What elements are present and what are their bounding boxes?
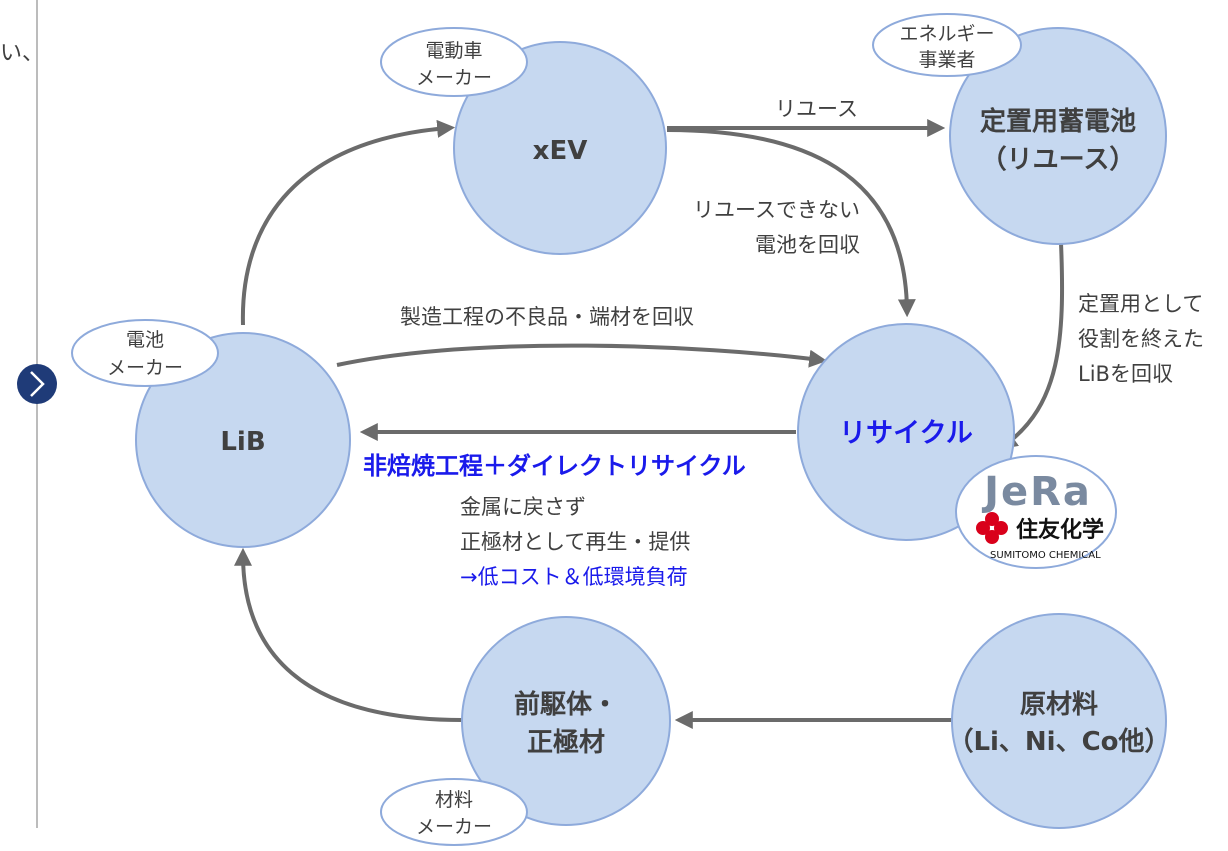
label-reuse: リユース xyxy=(775,97,858,121)
svg-text:事業者: 事業者 xyxy=(918,49,975,71)
label-uncollectible-2: 電池を回収 xyxy=(755,233,860,257)
maker-material: 材料 メーカー xyxy=(380,778,528,846)
svg-text:メーカー: メーカー xyxy=(107,357,183,379)
node-lib: LiB xyxy=(135,332,351,548)
svg-text:原材料: 原材料 xyxy=(1020,690,1098,720)
svg-text:（Li、Ni、Co他）: （Li、Ni、Co他） xyxy=(947,727,1170,757)
maker-energy: エネルギー 事業者 xyxy=(872,13,1022,77)
node-xev: xEV xyxy=(453,41,667,255)
label-uncollectible-1: リユースできない xyxy=(693,198,860,222)
svg-text:定置用蓄電池: 定置用蓄電池 xyxy=(980,106,1136,137)
svg-text:（リユース）: （リユース） xyxy=(981,145,1136,175)
svg-text:LiB: LiB xyxy=(220,427,265,457)
svg-text:エネルギー: エネルギー xyxy=(899,23,994,45)
svg-text:前駆体・: 前駆体・ xyxy=(514,689,618,720)
arrow-lib-to-xev xyxy=(240,119,456,326)
svg-text:電池: 電池 xyxy=(126,329,164,351)
process-note-1: 金属に戻さず xyxy=(460,495,586,519)
process-note-3: →低コスト＆低環境負荷 xyxy=(460,565,688,589)
svg-text:メーカー: メーカー xyxy=(416,67,492,89)
next-chevron-button[interactable] xyxy=(17,364,57,404)
svg-text:正極材: 正極材 xyxy=(527,728,605,758)
label-defects: 製造工程の不良品・端材を回収 xyxy=(400,305,694,329)
svg-text:電動車: 電動車 xyxy=(425,40,482,62)
process-title: 非焙焼工程＋ダイレクトリサイクル xyxy=(363,452,746,480)
maker-battery: 電池 メーカー xyxy=(71,319,219,387)
label-storage-end-1: 定置用として xyxy=(1078,292,1203,316)
label-storage-end-3: LiBを回収 xyxy=(1078,362,1173,386)
node-stationary-storage: 定置用蓄電池 （リユース） xyxy=(949,27,1167,245)
maker-ev: 電動車 メーカー xyxy=(380,27,528,97)
arrow-xev-to-recycle xyxy=(666,128,916,318)
node-precursor-cathode: 前駆体・ 正極材 xyxy=(461,616,671,826)
sumitomo-logo-jp: 住友化学 xyxy=(1016,517,1104,543)
sumitomo-logo-en: SUMITOMO CHEMICAL xyxy=(990,550,1101,561)
arrow-precursor-to-lib xyxy=(234,547,463,722)
svg-text:材料: 材料 xyxy=(435,789,473,811)
node-raw-materials: 原材料 （Li、Ni、Co他） xyxy=(947,613,1171,829)
process-note-2: 正極材として再生・提供 xyxy=(460,530,690,554)
label-storage-end-2: 役割を終えた xyxy=(1078,327,1204,351)
sumitomo-mark-icon xyxy=(976,512,1008,544)
svg-text:メーカー: メーカー xyxy=(416,816,492,838)
partner-logos: JeRa 住友化学 SUMITOMO CHEMICAL xyxy=(955,455,1117,569)
svg-text:リサイクル: リサイクル xyxy=(839,418,973,449)
svg-text:xEV: xEV xyxy=(533,136,588,166)
arrow-lib-to-recycle xyxy=(336,343,828,368)
left-margin-text: い、 xyxy=(0,41,44,66)
jera-logo: JeRa xyxy=(981,469,1092,515)
node-recycle: リサイクル xyxy=(797,323,1015,541)
arrow-storage-to-recycle xyxy=(999,242,1065,450)
chevron-right-icon xyxy=(30,371,45,397)
